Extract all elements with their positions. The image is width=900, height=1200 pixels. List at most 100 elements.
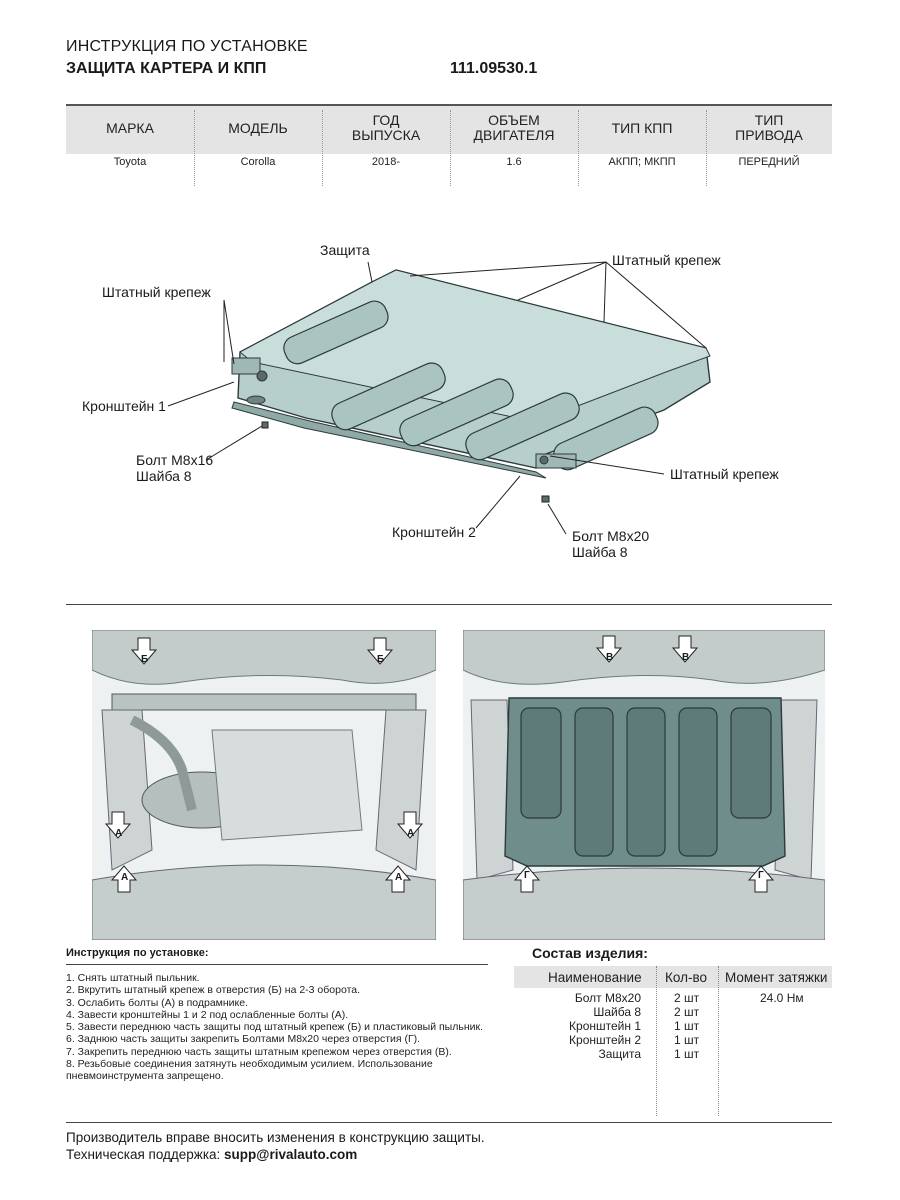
engine-block	[211, 729, 363, 841]
arrow-marker	[104, 811, 132, 839]
marker-b-left: Б	[141, 654, 149, 665]
spec-value-model: Corolla	[240, 156, 276, 168]
arrow-marker	[747, 865, 775, 893]
instruction-step: 1. Снять штатный пыльник.	[66, 972, 200, 984]
doc-title-line1: ИНСТРУКЦИЯ ПО УСТАНОВКЕ	[66, 38, 308, 55]
marker-a-left-lower: А	[121, 872, 129, 883]
rib	[465, 392, 580, 461]
marker-g-left: Г	[524, 870, 530, 881]
spec-head-model: МОДЕЛЬ	[228, 119, 288, 136]
footer-rule	[66, 1122, 832, 1123]
right-side-rail	[774, 699, 818, 881]
part-name: Защита	[598, 1047, 641, 1061]
spec-head-year: ГОД ВЫПУСКА	[351, 112, 421, 143]
leader-line	[205, 425, 263, 461]
spec-separator	[706, 110, 707, 186]
part-qty: 1 шт	[674, 1019, 700, 1033]
support-email-link[interactable]: supp@rivalauto.com	[224, 1147, 358, 1162]
underbody-render-left	[92, 630, 436, 940]
part-name: Кронштейн 1	[569, 1019, 641, 1033]
leader-line	[475, 475, 521, 529]
bolt-m8x20	[541, 495, 550, 503]
part-qty: 1 шт	[674, 1033, 700, 1047]
rib	[626, 707, 666, 857]
spec-head-make: МАРКА	[106, 119, 154, 136]
subframe-front	[111, 693, 417, 711]
spec-col-drive: ТИП ПРИВОДА ПЕРЕДНИЙ	[706, 104, 832, 184]
spec-value-make: Toyota	[113, 156, 147, 168]
spec-separator	[194, 110, 195, 186]
spec-separator	[450, 110, 451, 186]
label-bolt2-line2: Шайба 8	[572, 544, 628, 560]
parts-head-qty: Кол-во	[665, 970, 707, 985]
arrow-marker	[513, 865, 541, 893]
spec-table-header-band	[66, 104, 832, 154]
part-name: Кронштейн 2	[569, 1033, 641, 1047]
spec-value-year: 2018-	[371, 156, 401, 168]
parts-col-separator	[656, 966, 657, 1116]
arrow-marker	[130, 637, 158, 665]
leader-line	[549, 455, 665, 475]
footer-disclaimer: Производитель вправе вносить изменения в…	[66, 1130, 485, 1145]
label-mount-left: Штатный крепеж	[102, 284, 211, 300]
instructions-list: 1. Снять штатный пыльник. 2. Вкрутить шт…	[66, 972, 492, 1083]
spec-separator	[578, 110, 579, 186]
part-name: Болт М8х20	[574, 991, 641, 1005]
skid-plate-drawing	[167, 261, 711, 535]
parts-col-separator	[718, 966, 719, 1116]
label-bracket-2: Кронштейн 2	[392, 524, 476, 540]
spec-value-drive: ПЕРЕДНИЙ	[738, 156, 800, 168]
rib	[574, 707, 614, 857]
rear-subframe	[92, 864, 436, 940]
instruction-step: 7. Закрепить переднюю часть защиты штатн…	[66, 1045, 452, 1058]
label-mount-right: Штатный крепеж	[670, 466, 779, 482]
part-qty: 2 шт	[674, 991, 700, 1005]
arrow-marker	[671, 635, 699, 663]
assembly-diagram: Защита Штатный крепеж Штатный крепеж Кро…	[66, 222, 832, 592]
arrow-marker	[396, 811, 424, 839]
spec-head-drive: ТИП ПРИВОДА	[735, 112, 803, 143]
spec-value-gearbox: АКПП; МКПП	[608, 156, 676, 168]
stiffening-ribs	[283, 300, 659, 471]
marker-v-left: В	[606, 652, 614, 663]
instruction-step: 3. Ослабить болты (А) в подрамнике.	[66, 996, 249, 1009]
stiffening-ribs	[520, 707, 772, 857]
mount-hole	[539, 455, 549, 465]
spec-value-engine: 1.6	[506, 156, 522, 168]
spec-head-gearbox: ТИП КПП	[611, 119, 673, 136]
spec-col-engine: ОБЪЕМ ДВИГАТЕЛЯ 1.6	[450, 104, 578, 184]
photo-after-install: В В Г Г	[463, 630, 825, 940]
part-qty: 2 шт	[674, 1005, 700, 1019]
left-side-rail	[470, 699, 514, 881]
spec-head-engine: ОБЪЕМ ДВИГАТЕЛЯ	[473, 112, 555, 143]
parts-table-header-band	[514, 966, 832, 988]
leader-lines	[167, 261, 707, 535]
label-bolt1-line1: Болт М8х16	[136, 452, 214, 468]
spec-col-gearbox: ТИП КПП АКПП; МКПП	[578, 104, 706, 184]
instruction-step: 2. Вкрутить штатный крепеж в отверстия (…	[66, 984, 361, 997]
bolt-hole	[246, 395, 266, 405]
front-bumper	[92, 630, 436, 685]
leader-line	[367, 261, 373, 283]
label-guard: Защита	[320, 242, 370, 258]
arrow-marker	[366, 637, 394, 665]
photo-before-install: Б Б А А А А	[92, 630, 436, 940]
marker-a-right-upper: А	[407, 828, 415, 839]
instructions-title: Инструкция по установке:	[66, 947, 209, 959]
instruction-step: 8. Резьбовые соединения затянуть необход…	[66, 1058, 433, 1083]
spec-col-make: МАРКА Toyota	[66, 104, 194, 184]
instruction-step: 5. Завести переднюю часть защиты под шта…	[66, 1021, 483, 1034]
marker-v-right: В	[682, 652, 690, 663]
arrow-markers	[104, 637, 424, 893]
front-bumper	[463, 630, 825, 685]
part-qty: 1 шт	[674, 1047, 700, 1061]
arrow-marker	[384, 865, 412, 893]
composition-title: Состав изделия:	[532, 945, 648, 961]
marker-a-right-lower: А	[395, 872, 403, 883]
product-code: 111.09530.1	[450, 60, 538, 77]
label-bracket-1: Кронштейн 1	[82, 398, 166, 414]
rib	[283, 300, 389, 365]
section-divider	[66, 604, 832, 605]
rib	[730, 707, 772, 819]
marker-a-left-upper: А	[115, 828, 123, 839]
